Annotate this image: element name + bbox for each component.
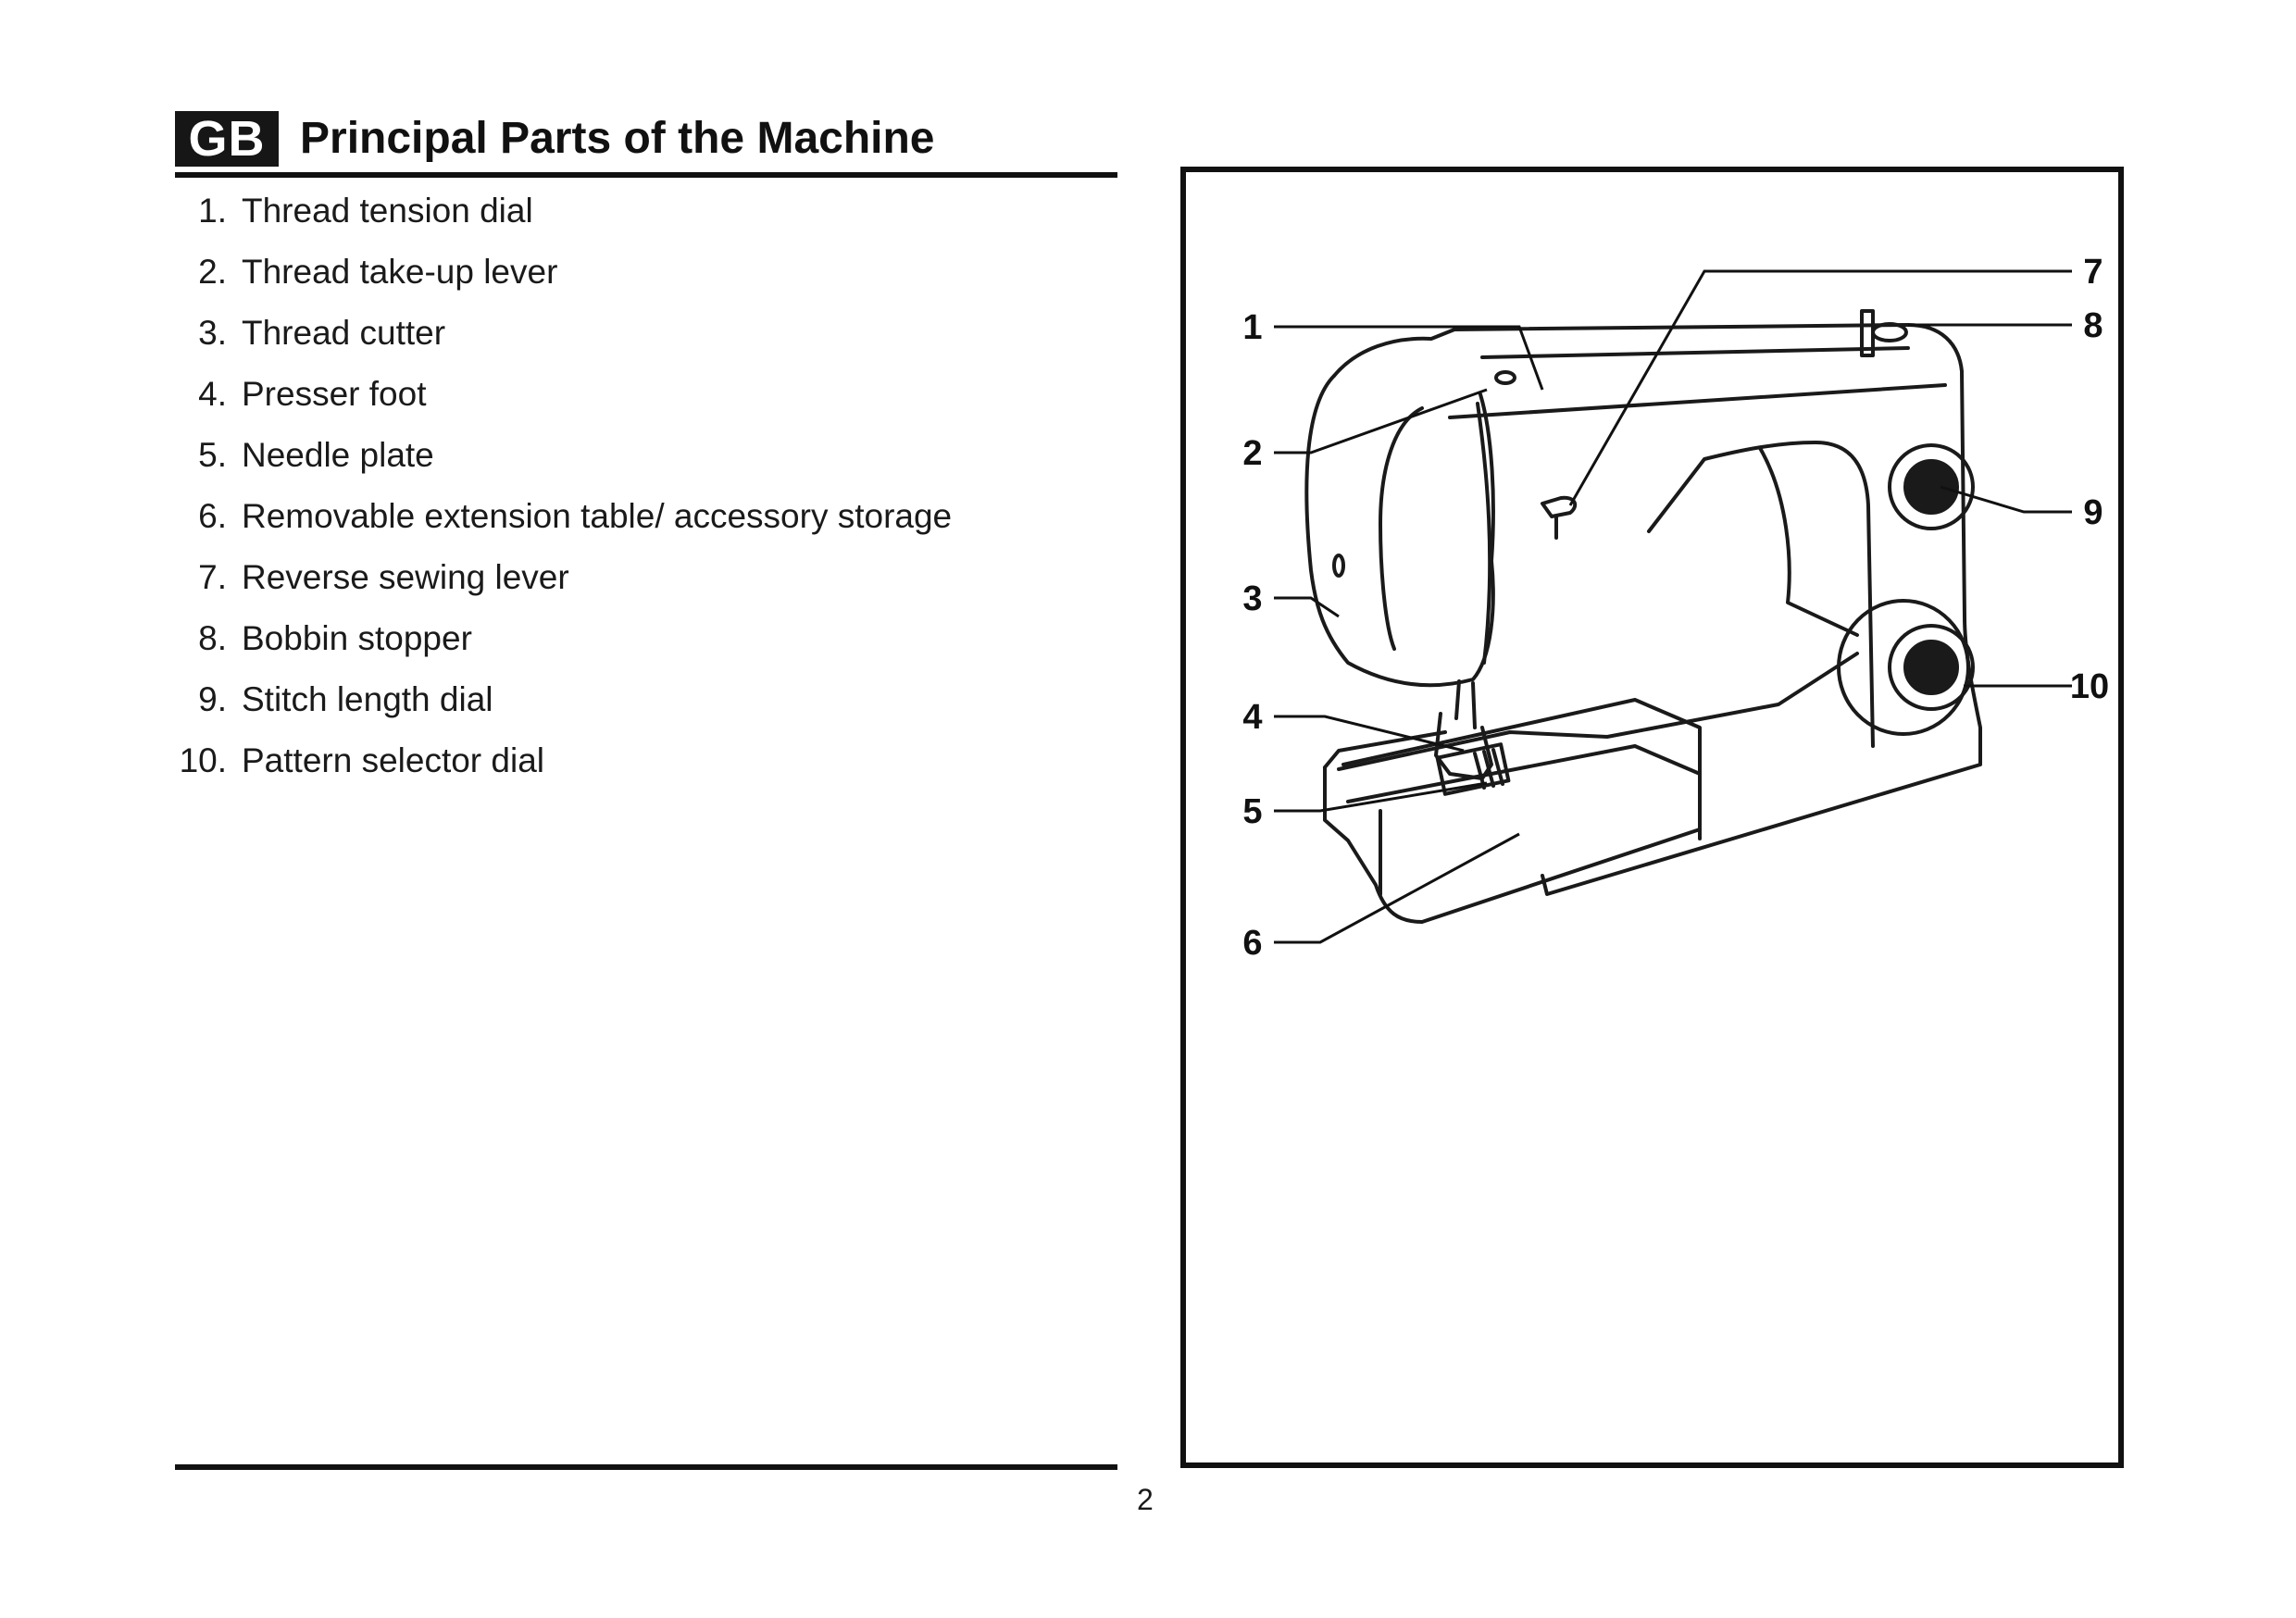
parts-list-item: 6. Removable extension table/ accessory s… xyxy=(175,491,1110,552)
page-title: Principal Parts of the Machine xyxy=(300,114,935,163)
callout-label-4: 4 xyxy=(1242,698,1262,737)
callout-numbers: 1 2 3 4 5 6 7 8 9 10 xyxy=(1242,253,2109,963)
leader-line-3 xyxy=(1274,596,1340,618)
stitch-dial-knob xyxy=(1903,459,1959,515)
item-label: Pattern selector dial xyxy=(242,741,545,779)
leader-line-6 xyxy=(1274,832,1520,944)
item-number: 2. xyxy=(198,253,227,291)
language-badge: GB xyxy=(175,111,279,167)
parts-list-item: 9. Stitch length dial xyxy=(175,674,1110,735)
callout-label-10: 10 xyxy=(2070,667,2109,706)
parts-list-item: 3. Thread cutter xyxy=(175,307,1110,368)
parts-list-item: 10. Pattern selector dial xyxy=(175,735,1110,796)
item-label: Removable extension table/ accessory sto… xyxy=(242,497,953,535)
machine-head xyxy=(1304,374,1495,688)
bobbin-stopper xyxy=(1871,322,1908,342)
callout-label-1: 1 xyxy=(1242,308,1262,347)
item-number: 6. xyxy=(198,497,227,535)
machine-bed xyxy=(1337,652,1859,771)
top-panel xyxy=(1480,346,1910,359)
pattern-dial-knob xyxy=(1903,640,1959,695)
parts-list-item: 8. Bobbin stopper xyxy=(175,613,1110,674)
callout-label-5: 5 xyxy=(1242,792,1262,831)
item-label: Thread take-up lever xyxy=(242,253,558,291)
callout-label-9: 9 xyxy=(2083,493,2103,532)
parts-list-item: 1. Thread tension dial xyxy=(175,185,1110,246)
leader-line-5 xyxy=(1274,781,1488,813)
item-label: Presser foot xyxy=(242,375,427,413)
item-number: 3. xyxy=(198,314,227,352)
leader-line-9 xyxy=(1940,485,2072,514)
callout-label-7: 7 xyxy=(2083,253,2103,292)
parts-list-item: 4. Presser foot xyxy=(175,368,1110,429)
item-number: 10. xyxy=(179,741,227,779)
leader-line-1 xyxy=(1274,325,1544,391)
page-header: GB Principal Parts of the Machine xyxy=(175,111,1117,178)
top-cover-edge xyxy=(1448,383,1947,419)
reverse-lever-shape xyxy=(1541,495,1578,540)
face-plate xyxy=(1379,406,1424,651)
callout-leader-lines xyxy=(1274,269,2072,944)
head-screw xyxy=(1332,554,1345,578)
footer-rule xyxy=(175,1464,1117,1470)
item-label: Needle plate xyxy=(242,436,434,474)
page-number: 2 xyxy=(1137,1483,1154,1516)
item-label: Bobbin stopper xyxy=(242,619,472,657)
head-ridge xyxy=(1476,402,1492,665)
parts-list: 1. Thread tension dial 2. Thread take-up l… xyxy=(175,185,1110,796)
leader-line-4 xyxy=(1274,715,1465,753)
leader-line-2 xyxy=(1274,388,1488,454)
parts-list-item: 7. Reverse sewing lever xyxy=(175,552,1110,613)
item-number: 8. xyxy=(198,619,227,657)
extension-top xyxy=(1346,744,1702,803)
leader-line-7 xyxy=(1568,269,2072,506)
item-number: 1. xyxy=(198,192,227,230)
stitch-dial-ring xyxy=(1888,443,1975,530)
arm-inner xyxy=(1758,446,1859,637)
needle-plate xyxy=(1435,742,1511,796)
feed-dog-lines xyxy=(1473,748,1504,790)
tension-disc xyxy=(1494,370,1516,385)
item-label: Stitch length dial xyxy=(242,680,493,718)
arm-opening xyxy=(1647,441,1875,748)
parts-list-item: 2. Thread take-up lever xyxy=(175,246,1110,307)
item-number: 9. xyxy=(198,680,227,718)
sewing-machine-diagram: 1 2 3 4 5 6 7 8 9 10 xyxy=(1242,253,2109,963)
pattern-dial-mid xyxy=(1888,624,1975,711)
machine-body xyxy=(1332,323,1982,896)
item-label: Thread cutter xyxy=(242,314,446,352)
callout-label-6: 6 xyxy=(1242,924,1262,963)
callout-label-8: 8 xyxy=(2083,306,2103,345)
callout-label-3: 3 xyxy=(1242,579,1262,618)
needle-bar xyxy=(1454,679,1477,729)
pattern-dial-ring xyxy=(1837,599,1970,736)
item-number: 7. xyxy=(198,558,227,596)
item-number: 4. xyxy=(198,375,227,413)
item-number: 5. xyxy=(198,436,227,474)
callout-label-2: 2 xyxy=(1242,434,1262,473)
parts-list-item: 5. Needle plate xyxy=(175,429,1110,491)
item-label: Reverse sewing lever xyxy=(242,558,569,596)
sewing-machine-illustration xyxy=(1304,309,1982,924)
machine-diagram-frame: 1 2 3 4 5 6 7 8 9 10 xyxy=(1180,167,2124,1468)
item-label: Thread tension dial xyxy=(242,192,533,230)
